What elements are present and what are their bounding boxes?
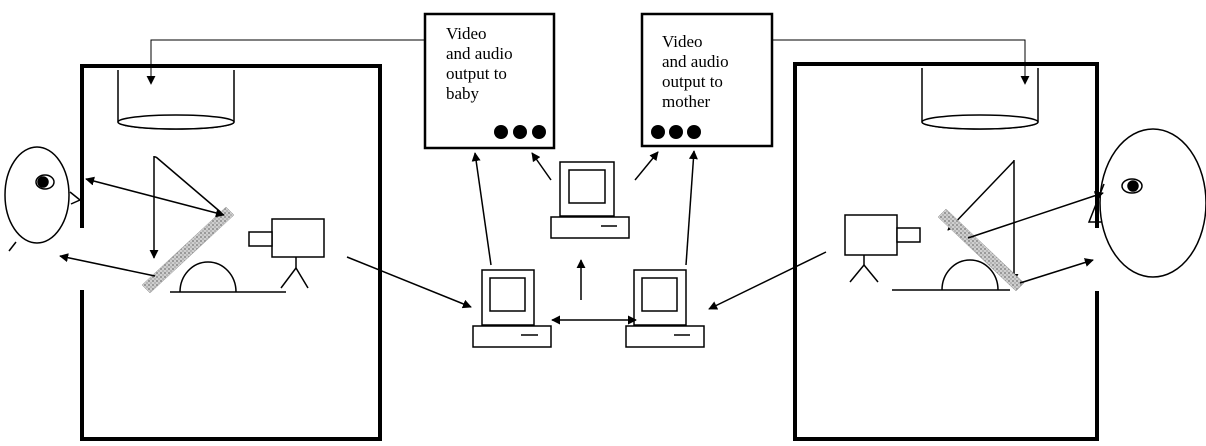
- baby-output-box: [423, 12, 556, 150]
- baby-output-label: Video and audio output to baby: [446, 24, 513, 103]
- right-feed-line: [772, 39, 1030, 85]
- right-half-mirror: [937, 208, 1025, 292]
- left-feed-line: [146, 39, 425, 85]
- mother-face-icon: [1087, 128, 1206, 278]
- left-camera-icon: [248, 218, 325, 289]
- left-booth: [4, 39, 425, 441]
- right-booth-walls: [793, 62, 1099, 441]
- left-half-mirror: [141, 206, 235, 294]
- computers: [472, 161, 705, 348]
- right-booth: [772, 39, 1206, 441]
- right-eye-arrows: [967, 191, 1104, 284]
- left-computer-icon: [472, 269, 552, 348]
- right-light-path: [947, 160, 1019, 283]
- arrow-right-computer-to-mother-box: [685, 150, 698, 266]
- right-camera-icon: [844, 214, 921, 283]
- arrow-left-camera-to-left-computer: [346, 256, 472, 309]
- right-monitor-cylinder: [921, 68, 1039, 130]
- top-computer-icon: [550, 161, 630, 239]
- arrow-left-computer-to-baby-box: [471, 152, 492, 266]
- left-monitor-cylinder: [117, 70, 235, 130]
- right-table: [892, 259, 1010, 291]
- left-eye-arrows: [59, 176, 225, 277]
- connection-arrows: [346, 150, 827, 325]
- baby-output-indicator-dots: [494, 125, 546, 139]
- mother-output-box: [640, 12, 774, 148]
- arrow-right-camera-to-right-computer: [708, 251, 827, 310]
- arrow-top-computer-to-baby-box: [531, 152, 552, 181]
- mother-output-indicator-dots: [651, 125, 701, 139]
- baby-face-icon: [4, 146, 81, 252]
- left-booth-walls: [80, 64, 382, 441]
- right-computer-icon: [625, 269, 705, 348]
- arrow-top-computer-to-mother-box: [634, 151, 659, 181]
- mother-output-label: Video and audio output to mother: [662, 32, 729, 111]
- left-table: [170, 261, 286, 293]
